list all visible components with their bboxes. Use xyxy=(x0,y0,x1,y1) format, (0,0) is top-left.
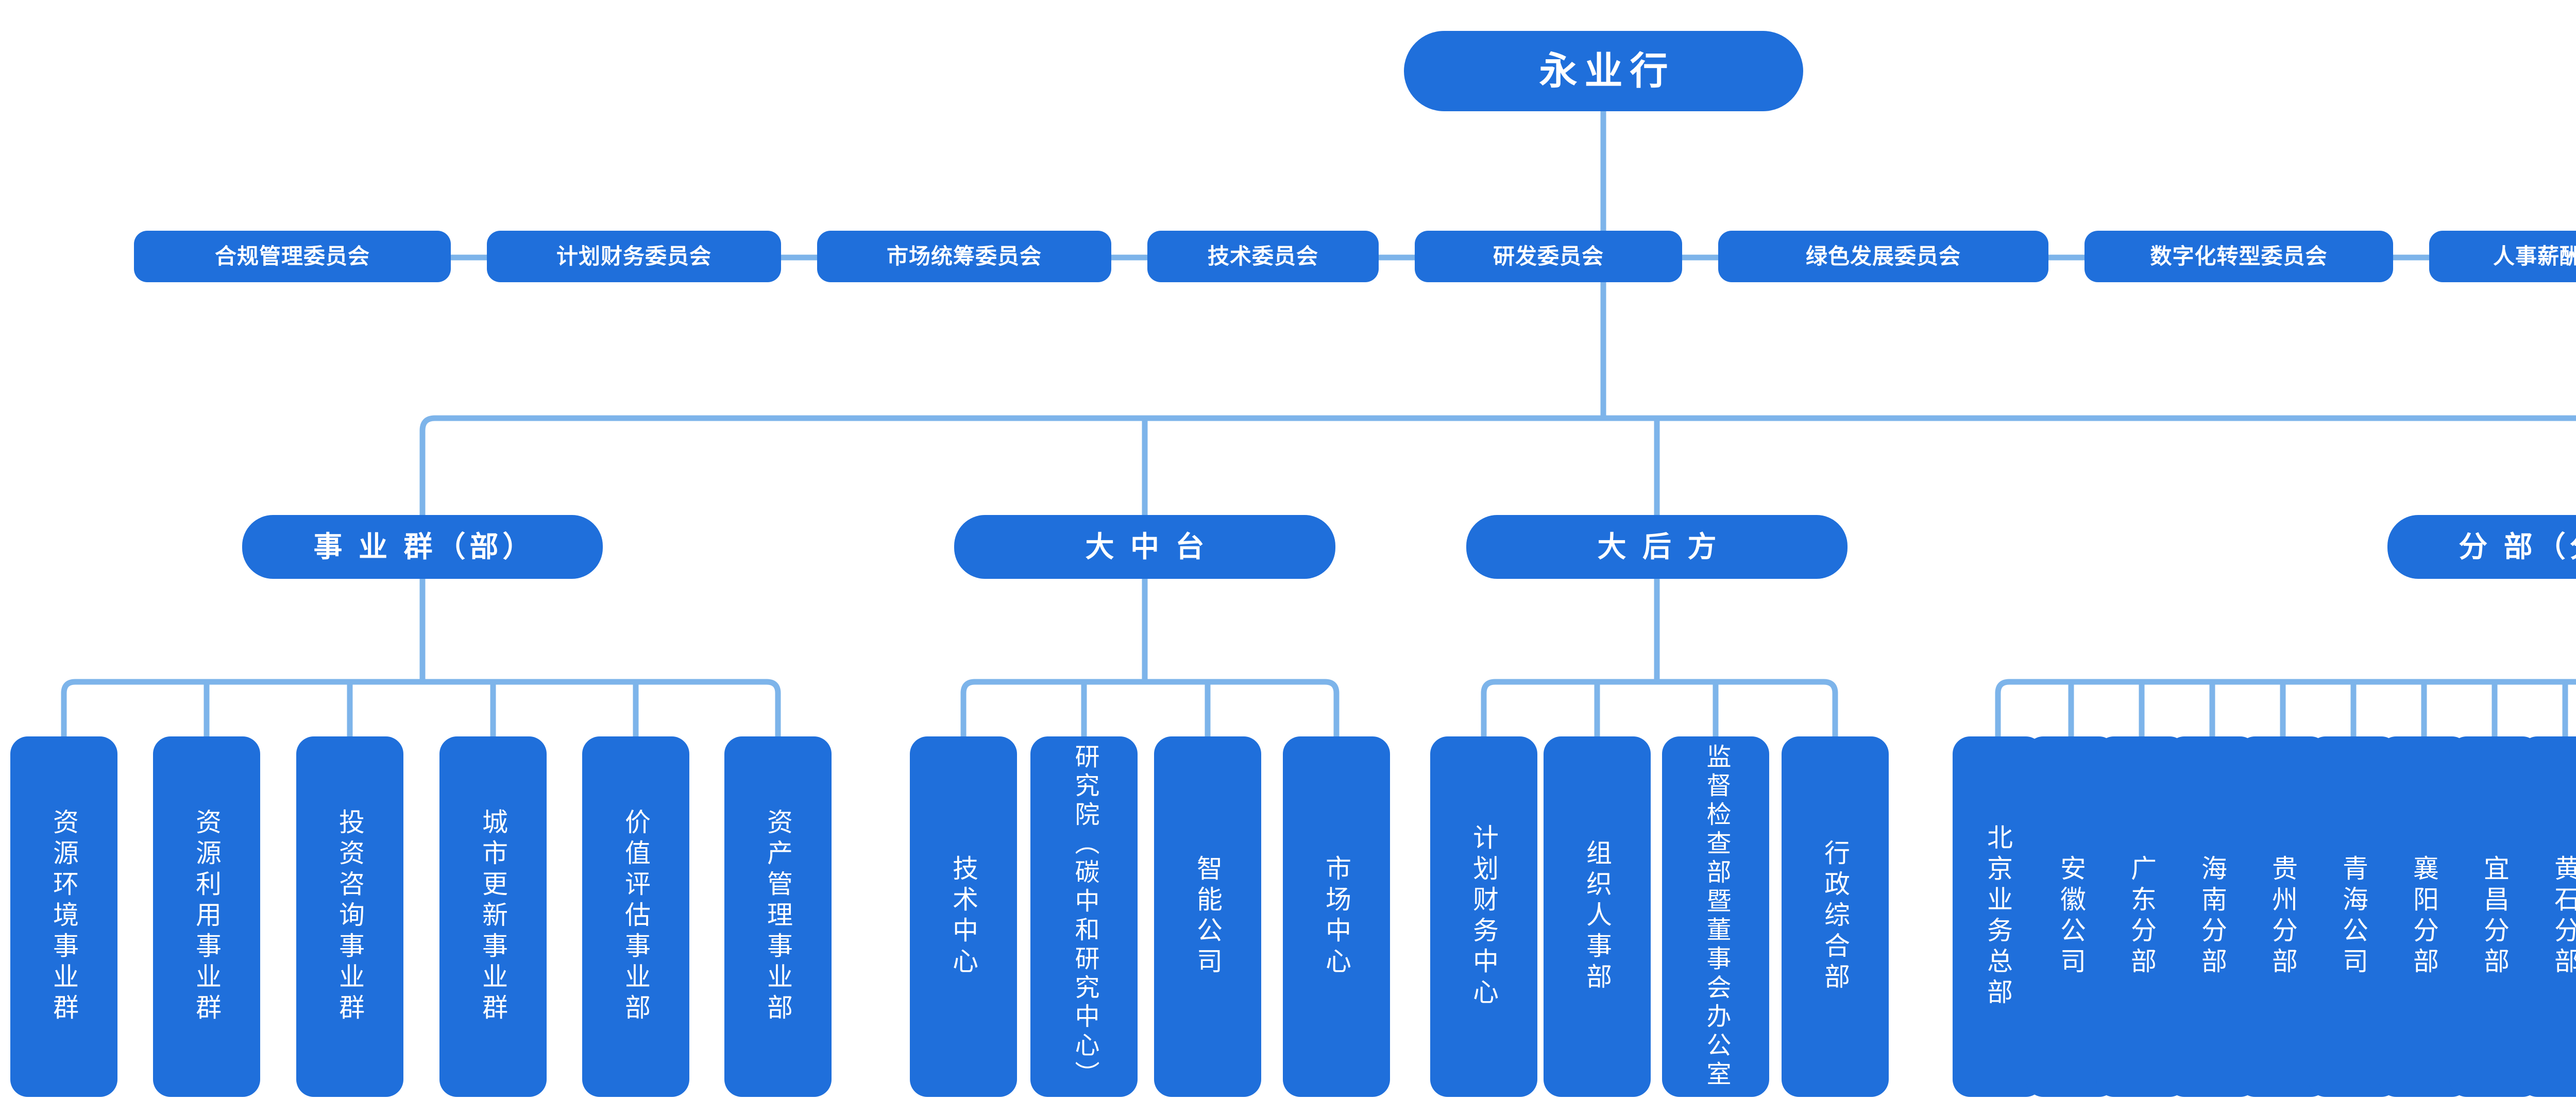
leaf-label: 襄阳分部 xyxy=(2410,855,2438,978)
leaf-label: 计划财务中心 xyxy=(1469,824,1498,1009)
leaf-label: 技术中心 xyxy=(949,855,978,978)
leaf-node-d2-2[interactable]: 监督检查部暨董事会办公室 xyxy=(1662,736,1769,1097)
root-label: 永业行 xyxy=(1539,49,1675,92)
leaf-label: 市场中心 xyxy=(1322,855,1351,978)
committee-node-3[interactable]: 技术委员会 xyxy=(1147,231,1379,282)
leaf-label: 资源环境事业群 xyxy=(49,809,78,1025)
leaf-label: 研究院（碳中和研究中心） xyxy=(1071,744,1098,1090)
leaf-label: 投资咨询事业群 xyxy=(335,809,364,1025)
leaf-label: 资产管理事业部 xyxy=(764,809,792,1025)
leaf-node-d0-5[interactable]: 资产管理事业部 xyxy=(724,736,832,1097)
committee-label: 合规管理委员会 xyxy=(214,244,370,269)
committee-label: 计划财务委员会 xyxy=(556,244,711,269)
committee-label: 绿色发展委员会 xyxy=(1805,244,1961,269)
leaf-node-d1-2[interactable]: 智能公司 xyxy=(1154,736,1261,1097)
leaf-label: 城市更新事业群 xyxy=(479,809,507,1025)
division-node-2[interactable]: 大 后 方 xyxy=(1466,515,1848,579)
leaf-node-d1-0[interactable]: 技术中心 xyxy=(910,736,1017,1097)
leaf-label: 监督检查部暨董事会办公室 xyxy=(1702,744,1730,1090)
leaf-node-d2-3[interactable]: 行政综合部 xyxy=(1782,736,1889,1097)
committee-label: 市场统筹委员会 xyxy=(886,244,1042,269)
leaf-node-d0-3[interactable]: 城市更新事业群 xyxy=(439,736,547,1097)
root-node[interactable]: 永业行 xyxy=(1404,31,1803,111)
leaf-label: 价值评估事业部 xyxy=(621,809,650,1025)
division-node-3[interactable]: 分 部（分公司） xyxy=(2387,515,2576,579)
division-node-1[interactable]: 大 中 台 xyxy=(954,515,1335,579)
leaf-label: 北京业务总部 xyxy=(1984,824,2012,1009)
leaf-label: 贵州分部 xyxy=(2268,855,2297,978)
committee-node-7[interactable]: 人事薪酬委员会 xyxy=(2429,231,2576,282)
leaf-label: 广东分部 xyxy=(2127,855,2156,978)
committee-node-0[interactable]: 合规管理委员会 xyxy=(134,231,451,282)
leaf-label: 安徽公司 xyxy=(2057,855,2086,978)
leaf-node-d2-1[interactable]: 组织人事部 xyxy=(1544,736,1651,1097)
committee-node-2[interactable]: 市场统筹委员会 xyxy=(817,231,1111,282)
leaf-label: 海南分部 xyxy=(2198,855,2227,978)
leaf-label: 青海公司 xyxy=(2339,855,2368,978)
leaf-node-d2-0[interactable]: 计划财务中心 xyxy=(1430,736,1537,1097)
committee-label: 研发委员会 xyxy=(1493,244,1604,269)
division-label: 事 业 群（部） xyxy=(313,530,536,563)
committee-node-5[interactable]: 绿色发展委员会 xyxy=(1718,231,2048,282)
leaf-label: 智能公司 xyxy=(1193,855,1222,978)
committee-label: 数字化转型委员会 xyxy=(2150,244,2328,269)
leaf-node-d1-1[interactable]: 研究院（碳中和研究中心） xyxy=(1030,736,1138,1097)
leaf-label: 黄石分部 xyxy=(2551,855,2576,978)
leaf-label: 宜昌分部 xyxy=(2480,855,2509,978)
committee-label: 技术委员会 xyxy=(1207,244,1318,269)
leaf-label: 资源利用事业群 xyxy=(192,809,221,1025)
leaf-node-d0-1[interactable]: 资源利用事业群 xyxy=(153,736,260,1097)
committee-label: 人事薪酬委员会 xyxy=(2493,244,2576,269)
leaf-node-d0-0[interactable]: 资源环境事业群 xyxy=(10,736,117,1097)
committee-node-1[interactable]: 计划财务委员会 xyxy=(487,231,781,282)
leaf-node-d0-4[interactable]: 价值评估事业部 xyxy=(582,736,689,1097)
leaf-node-d1-3[interactable]: 市场中心 xyxy=(1283,736,1390,1097)
division-node-0[interactable]: 事 业 群（部） xyxy=(242,515,603,579)
division-label: 大 后 方 xyxy=(1597,530,1721,563)
committee-node-6[interactable]: 数字化转型委员会 xyxy=(2084,231,2393,282)
leaf-node-d3-8[interactable]: 黄石分部 xyxy=(2520,736,2576,1097)
division-label: 大 中 台 xyxy=(1085,530,1209,563)
leaf-node-d0-2[interactable]: 投资咨询事业群 xyxy=(296,736,403,1097)
leaf-label: 组织人事部 xyxy=(1583,839,1612,994)
division-label: 分 部（分公司） xyxy=(2459,530,2576,563)
leaf-label: 行政综合部 xyxy=(1821,839,1850,994)
committee-node-4[interactable]: 研发委员会 xyxy=(1415,231,1682,282)
